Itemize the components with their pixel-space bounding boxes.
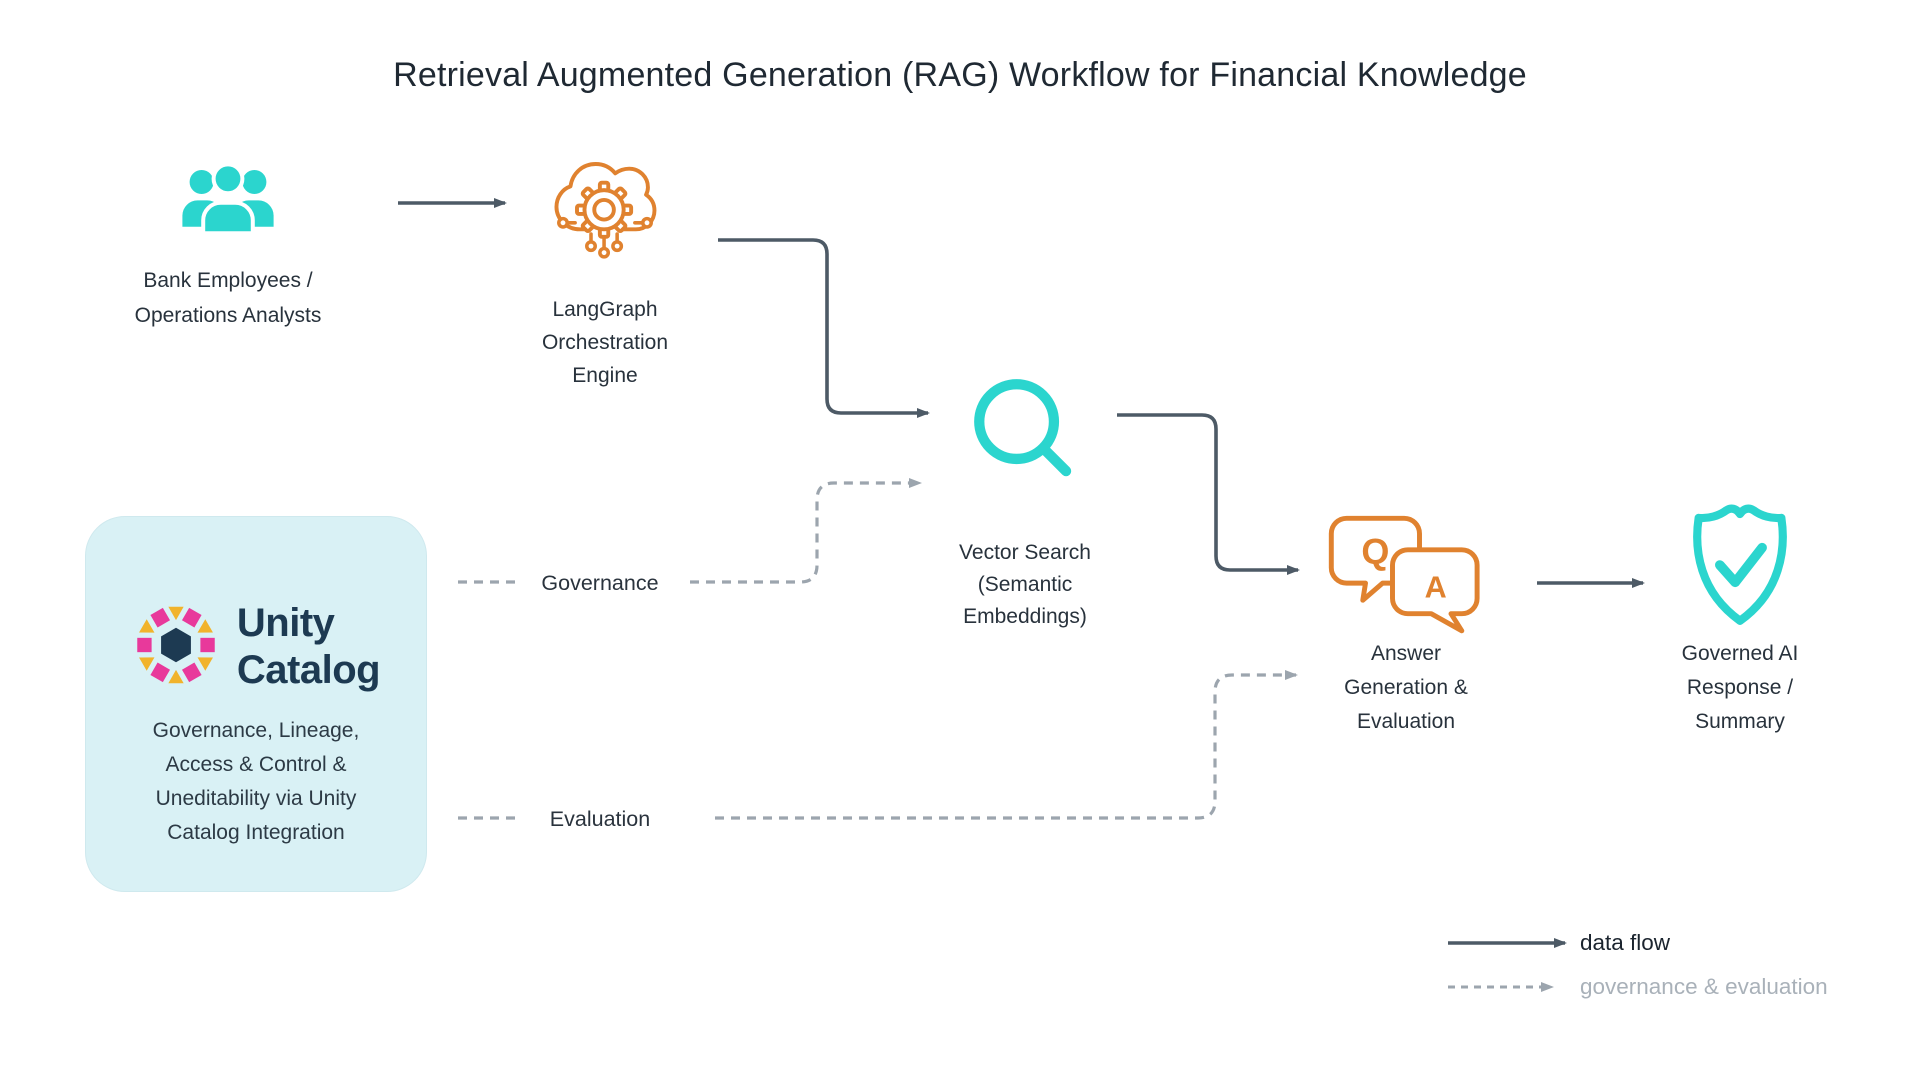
node-langgraph-engine: LangGraph Orchestration Engine xyxy=(495,150,715,392)
qa-chat-bubbles-icon: Q A xyxy=(1322,512,1490,643)
unity-logo-hexagon xyxy=(160,627,191,662)
qa-letter-q: Q xyxy=(1361,531,1389,572)
governance-edge-label: Governance xyxy=(541,571,659,595)
unity-desc-line: Uneditability via Unity xyxy=(155,787,357,810)
node-bank-employees: Bank Employees / Operations Analysts xyxy=(100,158,356,333)
node-governed-response: Governed AI Response / Summary xyxy=(1638,500,1842,739)
unity-brand-line: Catalog xyxy=(236,648,381,692)
unity-desc-line: Access & Control & xyxy=(165,753,347,776)
arrow-search-to-answer xyxy=(1117,413,1300,575)
evaluation-arrow-to-answer xyxy=(715,670,1298,820)
node-label-line: Response / xyxy=(1686,676,1794,699)
unity-catalog-description: Governance, Lineage, Access & Control & … xyxy=(86,714,426,850)
qa-letter-a: A xyxy=(1425,571,1447,605)
node-label-line: Governed AI xyxy=(1681,642,1799,665)
node-label-line: Operations Analysts xyxy=(134,304,322,327)
unity-brand-line: Unity xyxy=(236,601,335,645)
legend-governance-evaluation-label: governance & evaluation xyxy=(1580,974,1828,999)
node-vector-search: Vector Search (Semantic Embeddings) xyxy=(915,374,1135,633)
search-icon xyxy=(969,374,1081,491)
node-answer-generation: Q A Answer Generation & Evaluation xyxy=(1296,512,1516,739)
node-label-line: Generation & xyxy=(1344,676,1468,699)
node-label-line: (Semantic xyxy=(977,573,1073,596)
unity-desc-line: Catalog Integration xyxy=(167,821,345,844)
node-label-line: Engine xyxy=(572,364,638,387)
node-label-line: Orchestration xyxy=(541,331,669,354)
shield-check-icon xyxy=(1690,500,1790,635)
arrow-langgraph-to-search xyxy=(718,238,930,418)
node-label-line: Bank Employees / xyxy=(143,269,313,292)
ai-cloud-gear-icon xyxy=(546,150,664,267)
page-title: Retrieval Augmented Generation (RAG) Wor… xyxy=(393,56,1527,94)
evaluation-edge-label: Evaluation xyxy=(549,807,651,831)
node-label-line: Answer xyxy=(1370,642,1442,665)
unity-catalog-logo xyxy=(132,601,220,694)
unity-catalog-panel: Unity Catalog Governance, Lineage, Acces… xyxy=(85,516,427,892)
node-label-line: Evaluation xyxy=(1356,710,1456,733)
legend-data-flow-label: data flow xyxy=(1580,930,1671,955)
unity-catalog-brand: Unity Catalog xyxy=(86,597,426,697)
node-label-line: Vector Search xyxy=(959,541,1091,564)
node-label-line: Embeddings) xyxy=(963,605,1087,628)
unity-desc-line: Governance, Lineage, xyxy=(152,719,360,742)
node-label-line: LangGraph xyxy=(552,298,658,321)
people-icon xyxy=(176,158,280,243)
node-label-line: Summary xyxy=(1695,710,1785,733)
